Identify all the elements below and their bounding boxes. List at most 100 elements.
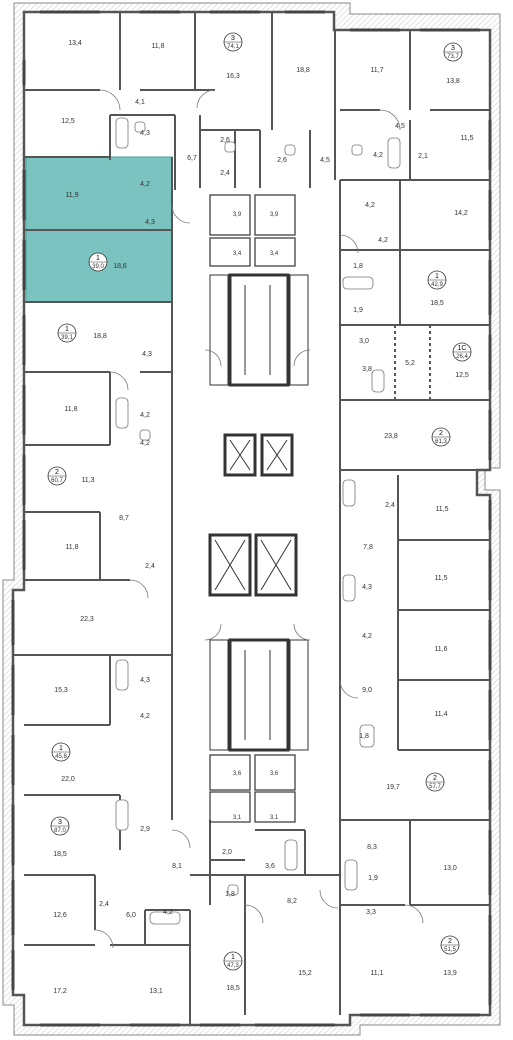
- room-area: 11,9: [65, 192, 78, 199]
- fixtures: [115, 117, 401, 925]
- room-area: 3,6: [233, 771, 242, 777]
- room-area: 19,7: [386, 784, 400, 791]
- room-area: 11,5: [434, 575, 447, 582]
- svg-text:1: 1: [65, 326, 69, 333]
- apartment-badge[interactable]: 3 74,1: [223, 32, 243, 52]
- walls: [14, 12, 490, 1025]
- room-area: 2,4: [385, 502, 395, 509]
- svg-text:57,7: 57,7: [429, 784, 441, 790]
- room-area: 11,5: [460, 135, 473, 142]
- room-area: 4,3: [145, 219, 155, 226]
- room-area: 3,4: [270, 251, 279, 257]
- room-area: 13,0: [443, 865, 457, 872]
- svg-text:3: 3: [58, 819, 62, 826]
- room-area: 6,0: [126, 912, 136, 919]
- svg-text:1: 1: [435, 273, 439, 280]
- apartment-badge[interactable]: 2 57,7: [425, 772, 445, 792]
- apartment-badge[interactable]: 1 47,3: [223, 951, 243, 971]
- room-area: 11,6: [434, 646, 447, 653]
- room-area: 11,8: [65, 544, 78, 551]
- doors: [94, 89, 424, 949]
- room-area: 11,3: [81, 477, 94, 484]
- apartment-badge[interactable]: 1С 26,4: [452, 342, 472, 362]
- room-area: 15,3: [54, 687, 68, 694]
- room-area: 3,3: [366, 909, 376, 916]
- room-area: 3,8: [362, 366, 372, 373]
- room-area: 17,2: [53, 988, 67, 995]
- room-area: 22,0: [61, 776, 75, 783]
- svg-text:1: 1: [59, 745, 63, 752]
- apartment-badge[interactable]: 2 51,5: [440, 935, 460, 955]
- svg-text:1: 1: [231, 954, 235, 961]
- room-area: 11,8: [64, 406, 77, 413]
- room-area: 2,9: [140, 826, 150, 833]
- svg-text:1: 1: [96, 255, 100, 262]
- apartment-badge[interactable]: 1 39,0: [88, 252, 108, 272]
- room-labels: 13,4 11,8 16,3 18,8 11,7 13,8 4,1 12,5 4…: [53, 40, 473, 995]
- room-area: 4,2: [140, 440, 150, 447]
- svg-text:39,0: 39,0: [92, 264, 104, 270]
- room-area: 16,3: [226, 73, 240, 80]
- svg-text:26,4: 26,4: [456, 354, 468, 360]
- room-area: 11,1: [370, 970, 383, 977]
- room-area: 9,0: [362, 687, 372, 694]
- room-area: 1,9: [368, 875, 378, 882]
- room-area: 18,6: [113, 263, 127, 270]
- room-area: 23,8: [384, 433, 398, 440]
- apartment-badge[interactable]: 1 39,1: [57, 323, 77, 343]
- room-area: 22,3: [80, 616, 94, 623]
- room-area: 3,1: [233, 815, 242, 821]
- room-area: 4,5: [395, 123, 405, 130]
- room-area: 2,4: [145, 563, 155, 570]
- room-area: 18,5: [53, 851, 67, 858]
- room-area: 2,6: [277, 157, 287, 164]
- room-area: 18,8: [296, 67, 310, 74]
- apartment-badge[interactable]: 2 61,3: [431, 427, 451, 447]
- room-area: 4,3: [140, 677, 150, 684]
- room-area: 4,2: [373, 152, 383, 159]
- room-area: 4,3: [140, 130, 150, 137]
- svg-text:2: 2: [433, 775, 437, 782]
- room-area: 4,1: [135, 99, 145, 106]
- room-area: 13,8: [446, 78, 460, 85]
- core: [208, 194, 309, 823]
- apartment-badge[interactable]: 2 60,7: [47, 466, 67, 486]
- room-area: 8,7: [119, 515, 129, 522]
- room-area: 2,6: [220, 137, 230, 144]
- apartment-badge[interactable]: 1 42,9: [427, 270, 447, 290]
- room-area: 1,8: [353, 263, 363, 270]
- room-area: 11,8: [151, 43, 164, 50]
- room-area: 1,8: [225, 891, 235, 898]
- room-area: 4,2: [378, 237, 388, 244]
- room-area: 13,1: [149, 988, 163, 995]
- room-area: 12,5: [455, 372, 469, 379]
- room-area: 4,2: [163, 909, 173, 916]
- apartment-badge[interactable]: 1 45,8: [51, 742, 71, 762]
- room-area: 3,9: [270, 212, 279, 218]
- apartment-badge[interactable]: 3 87,0: [50, 816, 70, 836]
- room-area: 2,4: [99, 901, 109, 908]
- room-area: 12,6: [53, 912, 67, 919]
- room-area: 4,2: [140, 713, 150, 720]
- room-area: 2,0: [222, 849, 232, 856]
- room-area: 8,3: [367, 844, 377, 851]
- room-area: 4,3: [142, 351, 152, 358]
- room-area: 13,4: [68, 40, 82, 47]
- room-area: 11,7: [370, 67, 383, 74]
- room-area: 18,5: [226, 985, 240, 992]
- svg-text:1С: 1С: [458, 345, 467, 352]
- room-area: 7,8: [363, 544, 373, 551]
- room-area: 4,3: [362, 584, 372, 591]
- room-area: 11,4: [434, 711, 447, 718]
- windows: [11, 10, 492, 1027]
- svg-text:39,1: 39,1: [61, 335, 73, 341]
- svg-text:73,7: 73,7: [447, 54, 459, 60]
- room-area: 11,5: [435, 506, 448, 513]
- apartment-badge[interactable]: 3 73,7: [443, 42, 463, 62]
- room-area: 4,2: [140, 181, 150, 188]
- svg-text:45,8: 45,8: [55, 754, 67, 760]
- svg-text:60,7: 60,7: [51, 478, 63, 484]
- room-area: 8,1: [172, 863, 182, 870]
- room-area: 4,5: [320, 157, 330, 164]
